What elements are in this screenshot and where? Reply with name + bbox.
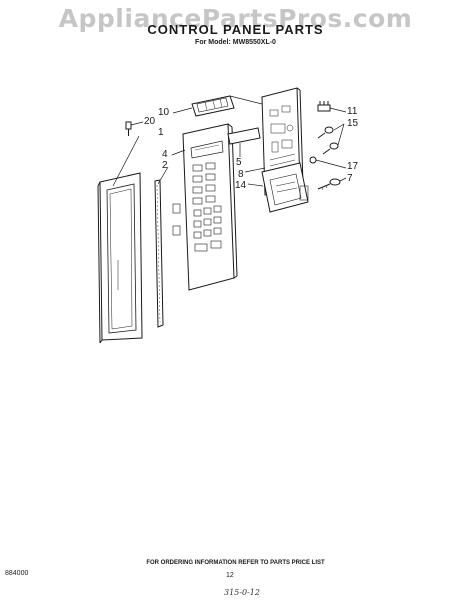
display-window (191, 95, 235, 117)
callout-20: 20 (144, 116, 156, 127)
page-title: CONTROL PANEL PARTS (147, 22, 324, 37)
callout-17: 17 (347, 161, 359, 172)
connector-11 (317, 101, 331, 112)
page-number: 12 (226, 572, 234, 579)
screw-20 (125, 121, 132, 136)
door-frame (97, 172, 143, 344)
ordering-note: FOR ORDERING INFORMATION REFER TO PARTS … (146, 560, 325, 566)
callout-10: 10 (158, 107, 170, 118)
screws-15 (317, 126, 339, 155)
watermark: AppliancePartsPros.com (58, 4, 413, 33)
handwritten-note: 315-0-12 (224, 588, 260, 597)
callout-15: 15 (347, 118, 359, 129)
callout-8: 8 (238, 169, 244, 180)
callout-11: 11 (347, 106, 358, 117)
model-subtitle: For Model: MW8550XL-0 (195, 39, 276, 46)
callout-2: 2 (162, 160, 168, 171)
screw-17 (309, 156, 317, 164)
leader-lines (112, 95, 347, 187)
callout-7: 7 (347, 173, 353, 184)
callout-4: 4 (162, 149, 168, 160)
callout-1: 1 (158, 127, 164, 138)
gasket-strip (154, 179, 164, 328)
label-5 (227, 127, 261, 145)
screw-7 (317, 178, 341, 191)
callout-5: 5 (236, 157, 242, 168)
document-code: 884000 (5, 570, 29, 577)
callout-14: 14 (235, 180, 247, 191)
control-panel-face (172, 123, 238, 291)
switch-assembly (261, 162, 309, 213)
